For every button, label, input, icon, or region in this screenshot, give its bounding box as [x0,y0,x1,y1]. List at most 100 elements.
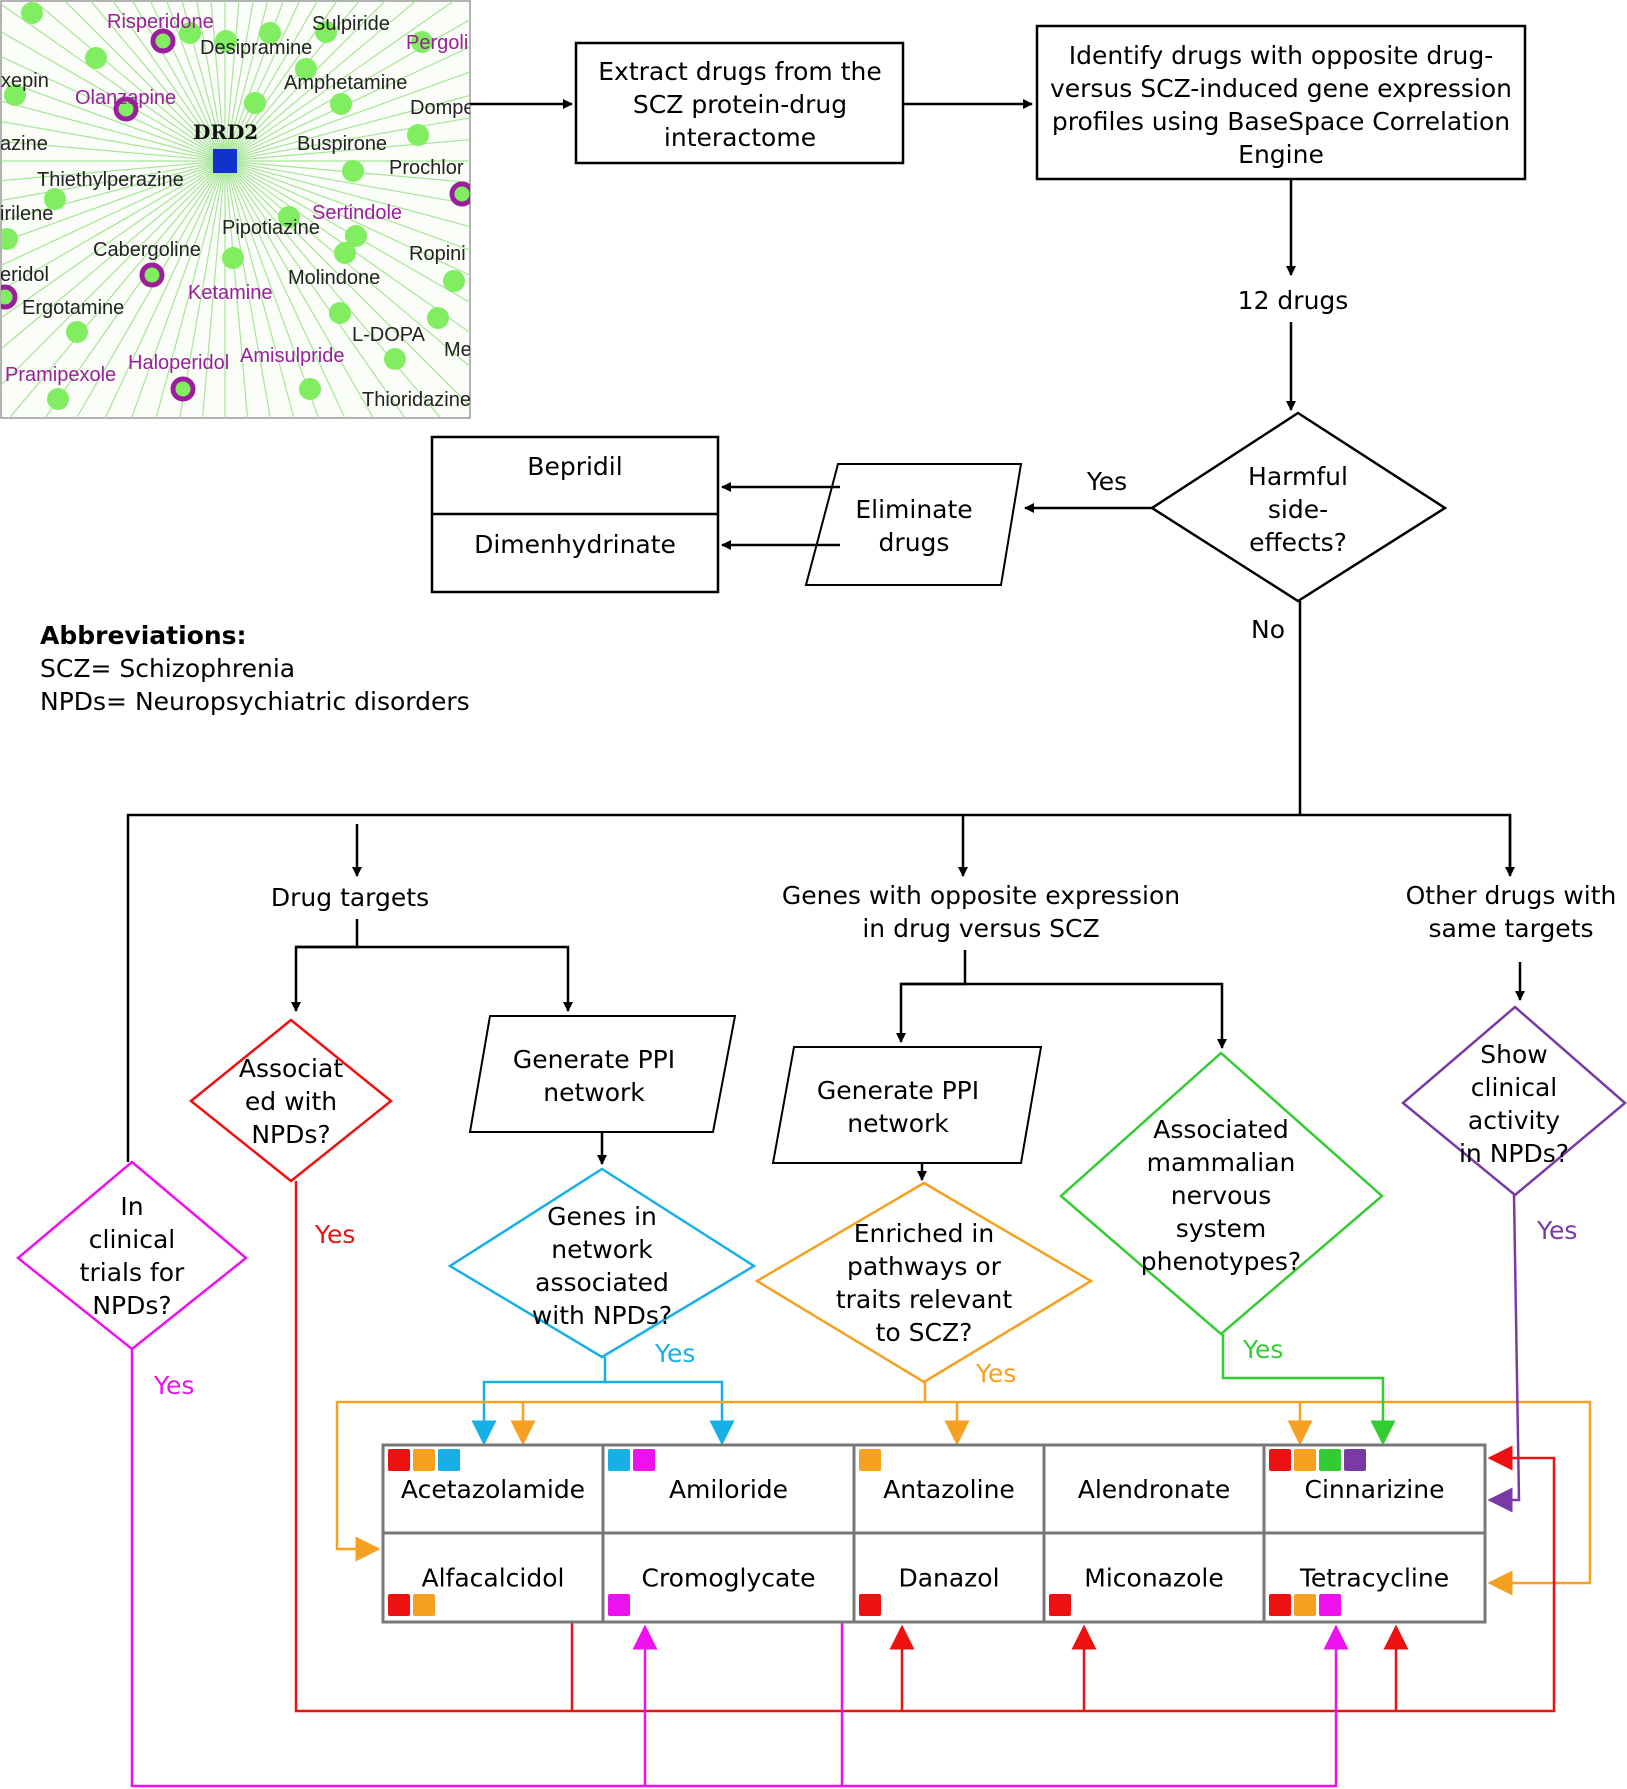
identify-line-3: profiles using BaseSpace Correlation [1052,107,1510,136]
network-node [449,181,470,207]
drug-name: Cromoglycate [642,1564,816,1593]
drug-label: Thioridazine [362,389,471,411]
network-edge [112,1,226,162]
network-node [411,31,433,53]
network-edge [166,1,226,162]
network-edge [224,160,470,334]
genes-network-line-3: associated [535,1268,669,1297]
network-edge [224,117,470,162]
drug-cell: Cinnarizine [1269,1449,1444,1504]
green-tag [1319,1449,1341,1471]
network-edge [131,1,226,162]
eliminated-drug: Dimenhydrinate [474,530,676,559]
network-edge [179,160,226,418]
drug-name: Tetracycline [1299,1564,1449,1593]
yes-label-magenta: Yes [153,1371,194,1400]
network-edge [224,1,417,162]
network-node [66,321,88,343]
network-edge [224,160,406,418]
network-node [150,28,176,54]
network-node [21,2,43,24]
network-edge [224,1,386,162]
network-edge [64,1,226,162]
network-node [330,93,352,115]
drug-label: Amisulpride [240,345,344,367]
red-routing [294,1181,1556,1713]
drug-count: 12 drugs [1238,286,1349,315]
yes-label-orange: Yes [975,1359,1016,1388]
genes-opposite-line-2: in drug versus SCZ [862,914,1099,943]
network-edge [1,160,226,267]
drug-label: Molindone [288,267,380,289]
drug-label: Sertindole [312,202,402,224]
network-edge [1,160,226,182]
drug-label: Prochlor [389,157,464,179]
clinical-trials-line-3: trials for [80,1258,185,1287]
network-edge [196,1,226,162]
mammalian-line-2: mammalian [1147,1148,1296,1177]
blue-routing [471,1357,735,1446]
drug-label: Amphetamine [284,72,407,94]
enriched-line-2: pathways or [847,1252,1002,1281]
network-node [315,21,337,43]
network-edge [224,1,284,162]
network-edge [224,1,240,162]
drug-label: Desipramine [200,37,312,59]
extract-line-1: Extract drugs from the [598,57,881,86]
arrow [291,919,359,1012]
abbreviation-line: SCZ= Schizophrenia [40,654,295,683]
drug-label: eridol [0,264,49,286]
genes-network-line-4: with NPDs? [532,1301,672,1330]
drug-label: irilene [0,203,53,225]
extract-box: Extract drugs from the SCZ protein-drug … [574,41,905,165]
drug-label: Ergotamine [22,297,124,319]
network-node [342,160,364,182]
network-edge [224,1,319,162]
drug-targets-label: Drug targets [271,883,429,912]
associated-npds-line-3: NPDs? [251,1120,330,1149]
genes-opposite-line-1: Genes with opposite expression [782,881,1180,910]
network-edge [224,1,269,162]
red-tag [388,1449,410,1471]
drug-name: Alendronate [1078,1475,1231,1504]
network-node [47,388,69,410]
associated-npds-line-1: Associat [239,1054,343,1083]
clinical-activity-decision: Show clinical activity in NPDs? [1401,1005,1627,1197]
associated-npds-line-2: ed with [245,1087,337,1116]
orange-tag [859,1449,881,1471]
network-node [179,22,201,44]
purple-routing [1487,1194,1521,1513]
network-node [244,92,266,114]
network-edge [224,1,254,162]
mammalian-line-3: nervous [1171,1181,1271,1210]
network-edge [1,30,226,162]
hub-label: DRD2 [193,120,258,144]
drug-label: L-DOPA [352,324,426,346]
network-edge [1,140,226,162]
red-tag [388,1594,410,1616]
network-edge [224,71,470,162]
identify-box: Identify drugs with opposite drug- versu… [1035,24,1527,181]
drug-label: xepin [1,70,49,92]
drug-label: Thiethylperazine [37,169,184,191]
network-edge [149,1,226,162]
network-edge [75,160,226,418]
network-edge [33,1,226,162]
network-node [427,307,449,329]
harmful-line-3: effects? [1249,528,1347,557]
network-node [278,206,300,228]
red-tag [1269,1594,1291,1616]
mammalian-line-5: phenotypes? [1141,1247,1301,1276]
enriched-pathways-decision: Enriched in pathways or traits relevant … [754,1181,1094,1384]
network-edge [201,160,226,418]
drug-cell: Danazol [859,1564,1000,1616]
network-node [113,96,139,122]
extract-line-3: interactome [664,123,816,152]
drug-cell: Antazoline [859,1449,1015,1504]
abbreviation-line: NPDs= Neuropsychiatric disorders [40,687,470,716]
abbreviations-title: Abbreviations: [40,621,247,650]
network-edge [224,18,470,162]
network-node [259,22,281,44]
network-edge [224,160,295,418]
blue-tag [608,1449,630,1471]
